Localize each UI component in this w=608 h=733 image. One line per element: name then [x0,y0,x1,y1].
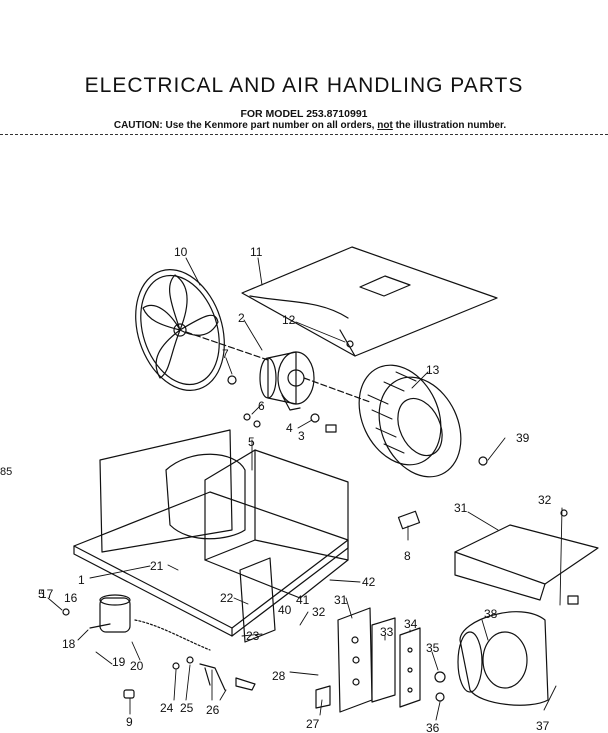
part-label: 23 [246,629,260,643]
part-label: 9 [126,715,133,729]
part-label: 6 [258,399,265,413]
model-number: FOR MODEL 253.8710991 [240,108,368,120]
part-label: 20 [130,659,144,673]
part-label: 21 [150,559,164,573]
scroll-top-panel [454,524,599,601]
part-label: 35 [426,641,440,655]
part-label: 19 [112,655,126,669]
blower-housing [457,611,549,706]
part-label: 2 [238,311,245,325]
caution-note: CAUTION: Use the Kenmore part number on … [0,120,608,131]
part-label: 41 [296,593,310,607]
part-label: 17 [40,587,54,601]
small-clip [397,510,421,530]
page-title: ELECTRICAL AND AIR HANDLING PARTS [84,74,524,97]
part-label: 34 [404,617,418,631]
part-label: 32 [538,493,552,507]
page-edge-label: 85 [0,466,13,478]
caution-not: not [377,120,393,131]
chassis-base [73,429,349,643]
part-label: 18 [62,637,76,651]
blower-wheel [358,364,462,478]
control-panels [337,607,421,713]
part-label: 39 [516,431,530,445]
part-label: 38 [484,607,498,621]
misc-parts [62,509,579,709]
part-label: 33 [380,625,394,639]
caution-suffix: the illustration number. [395,120,507,131]
part-labels: 10 11 2 12 13 7 6 4 3 5 39 31 32 8 1 21 … [38,245,552,733]
part-label: 5 [248,435,255,449]
part-label: 13 [426,363,440,377]
part-label: 40 [278,603,292,617]
part-label: 10 [174,245,188,259]
part-label: 7 [222,347,229,361]
part-label: 11 [250,245,263,259]
part-label: 26 [206,703,220,717]
fan-blade [135,269,269,391]
part-label: 16 [64,591,78,605]
part-label: 12 [282,313,296,327]
part-label: 1 [78,573,85,587]
motor [259,351,371,411]
part-label: 27 [306,717,320,731]
part-label: 42 [362,575,376,589]
part-label: 36 [426,721,440,733]
part-label: 8 [404,549,411,563]
top-cover-plate [241,246,498,357]
part-label: 31 [454,501,468,515]
leader-lines [47,257,563,721]
part-label: 22 [220,591,234,605]
caution-prefix: CAUTION: Use the Kenmore part number on … [113,120,375,131]
part-label: 25 [180,701,194,715]
capacitor [89,594,131,633]
small-hardware [227,340,488,466]
part-label: 3 [298,429,305,443]
dashed-divider [0,134,608,135]
part-label: 32 [312,605,326,619]
part-label: 24 [160,701,174,715]
part-label: 4 [286,421,293,435]
part-label: 37 [536,719,550,733]
part-label: 28 [272,669,286,683]
part-label: 31 [334,593,348,607]
part-label: 5 [38,587,45,601]
